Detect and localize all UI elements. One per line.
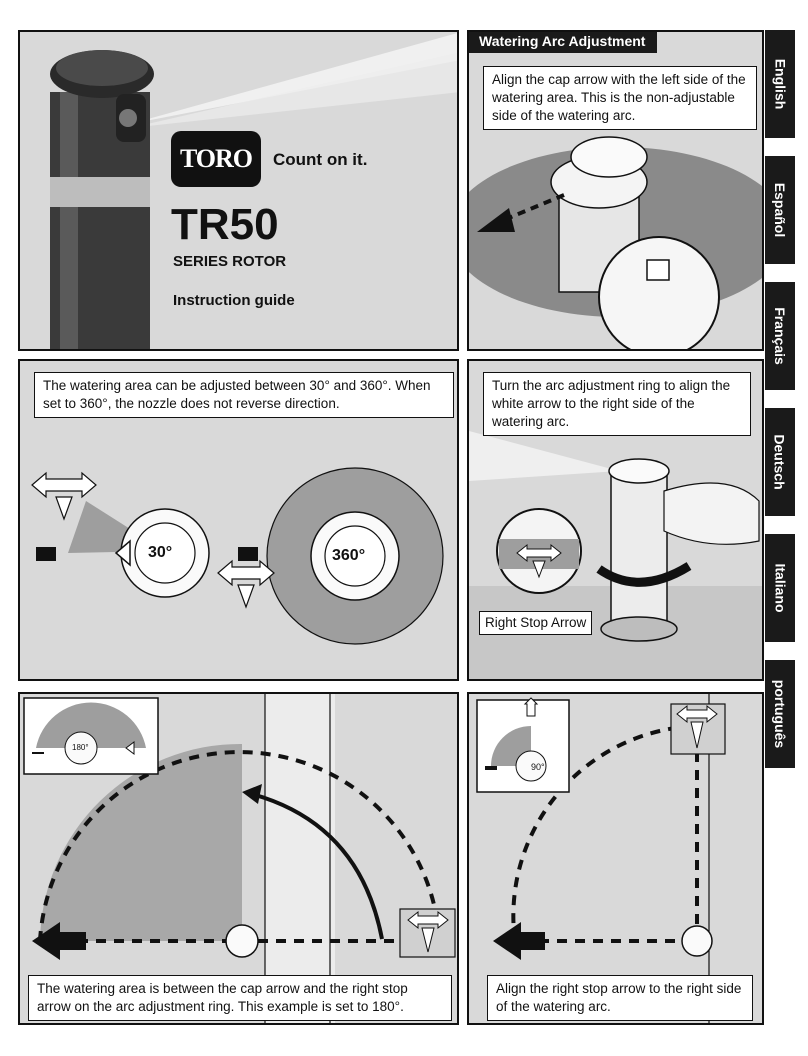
tab-english[interactable]: English: [765, 30, 795, 138]
tab-espanol[interactable]: Español: [765, 156, 795, 264]
tab-italiano[interactable]: Italiano: [765, 534, 795, 642]
dial-30: 30°: [148, 544, 173, 561]
range-text: The watering area can be adjusted betwee…: [34, 372, 454, 418]
dial-90: 90°: [531, 762, 545, 772]
rotor-illustration: [50, 33, 457, 349]
model-title: TR50: [171, 200, 279, 249]
guide-title: Instruction guide: [173, 292, 295, 309]
right-stop-label: Right Stop Arrow: [479, 611, 593, 635]
arc-title: Watering Arc Adjustment: [469, 32, 658, 53]
range-panel: 30° 360° The watering area can be adjust…: [18, 359, 459, 681]
ring-panel: Turn the arc adjustment ring to align th…: [467, 359, 764, 681]
cover-panel: TORO Count on it. TR50 SERIES ROTOR Inst…: [18, 30, 459, 351]
brand-logo: TORO: [171, 131, 261, 187]
tab-francais[interactable]: Français: [765, 282, 795, 390]
example-180-panel: 180° The watering area is between the ca…: [18, 692, 459, 1025]
cap-arrow-illustration: [469, 136, 762, 349]
tab-portugues[interactable]: português: [765, 660, 795, 768]
align-text: Align the right stop arrow to the right …: [487, 975, 753, 1021]
tagline: Count on it.: [273, 150, 368, 169]
example-180-illustration: [23, 694, 456, 1023]
example-90-panel: 90° Align the right stop arrow to the ri…: [467, 692, 764, 1025]
range-illustration: [31, 467, 444, 645]
model-subtitle: SERIES ROTOR: [173, 253, 287, 270]
arc-adjustment-panel: Watering Arc Adjustment Align the cap ar…: [467, 30, 764, 351]
arc-text: Align the cap arrow with the left side o…: [483, 66, 757, 130]
ring-text: Turn the arc adjustment ring to align th…: [483, 372, 751, 436]
tab-deutsch[interactable]: Deutsch: [765, 408, 795, 516]
dial-180: 180°: [72, 743, 89, 752]
example-90-illustration: [469, 694, 726, 1023]
dial-360: 360°: [332, 547, 366, 564]
area-text: The watering area is between the cap arr…: [28, 975, 452, 1021]
